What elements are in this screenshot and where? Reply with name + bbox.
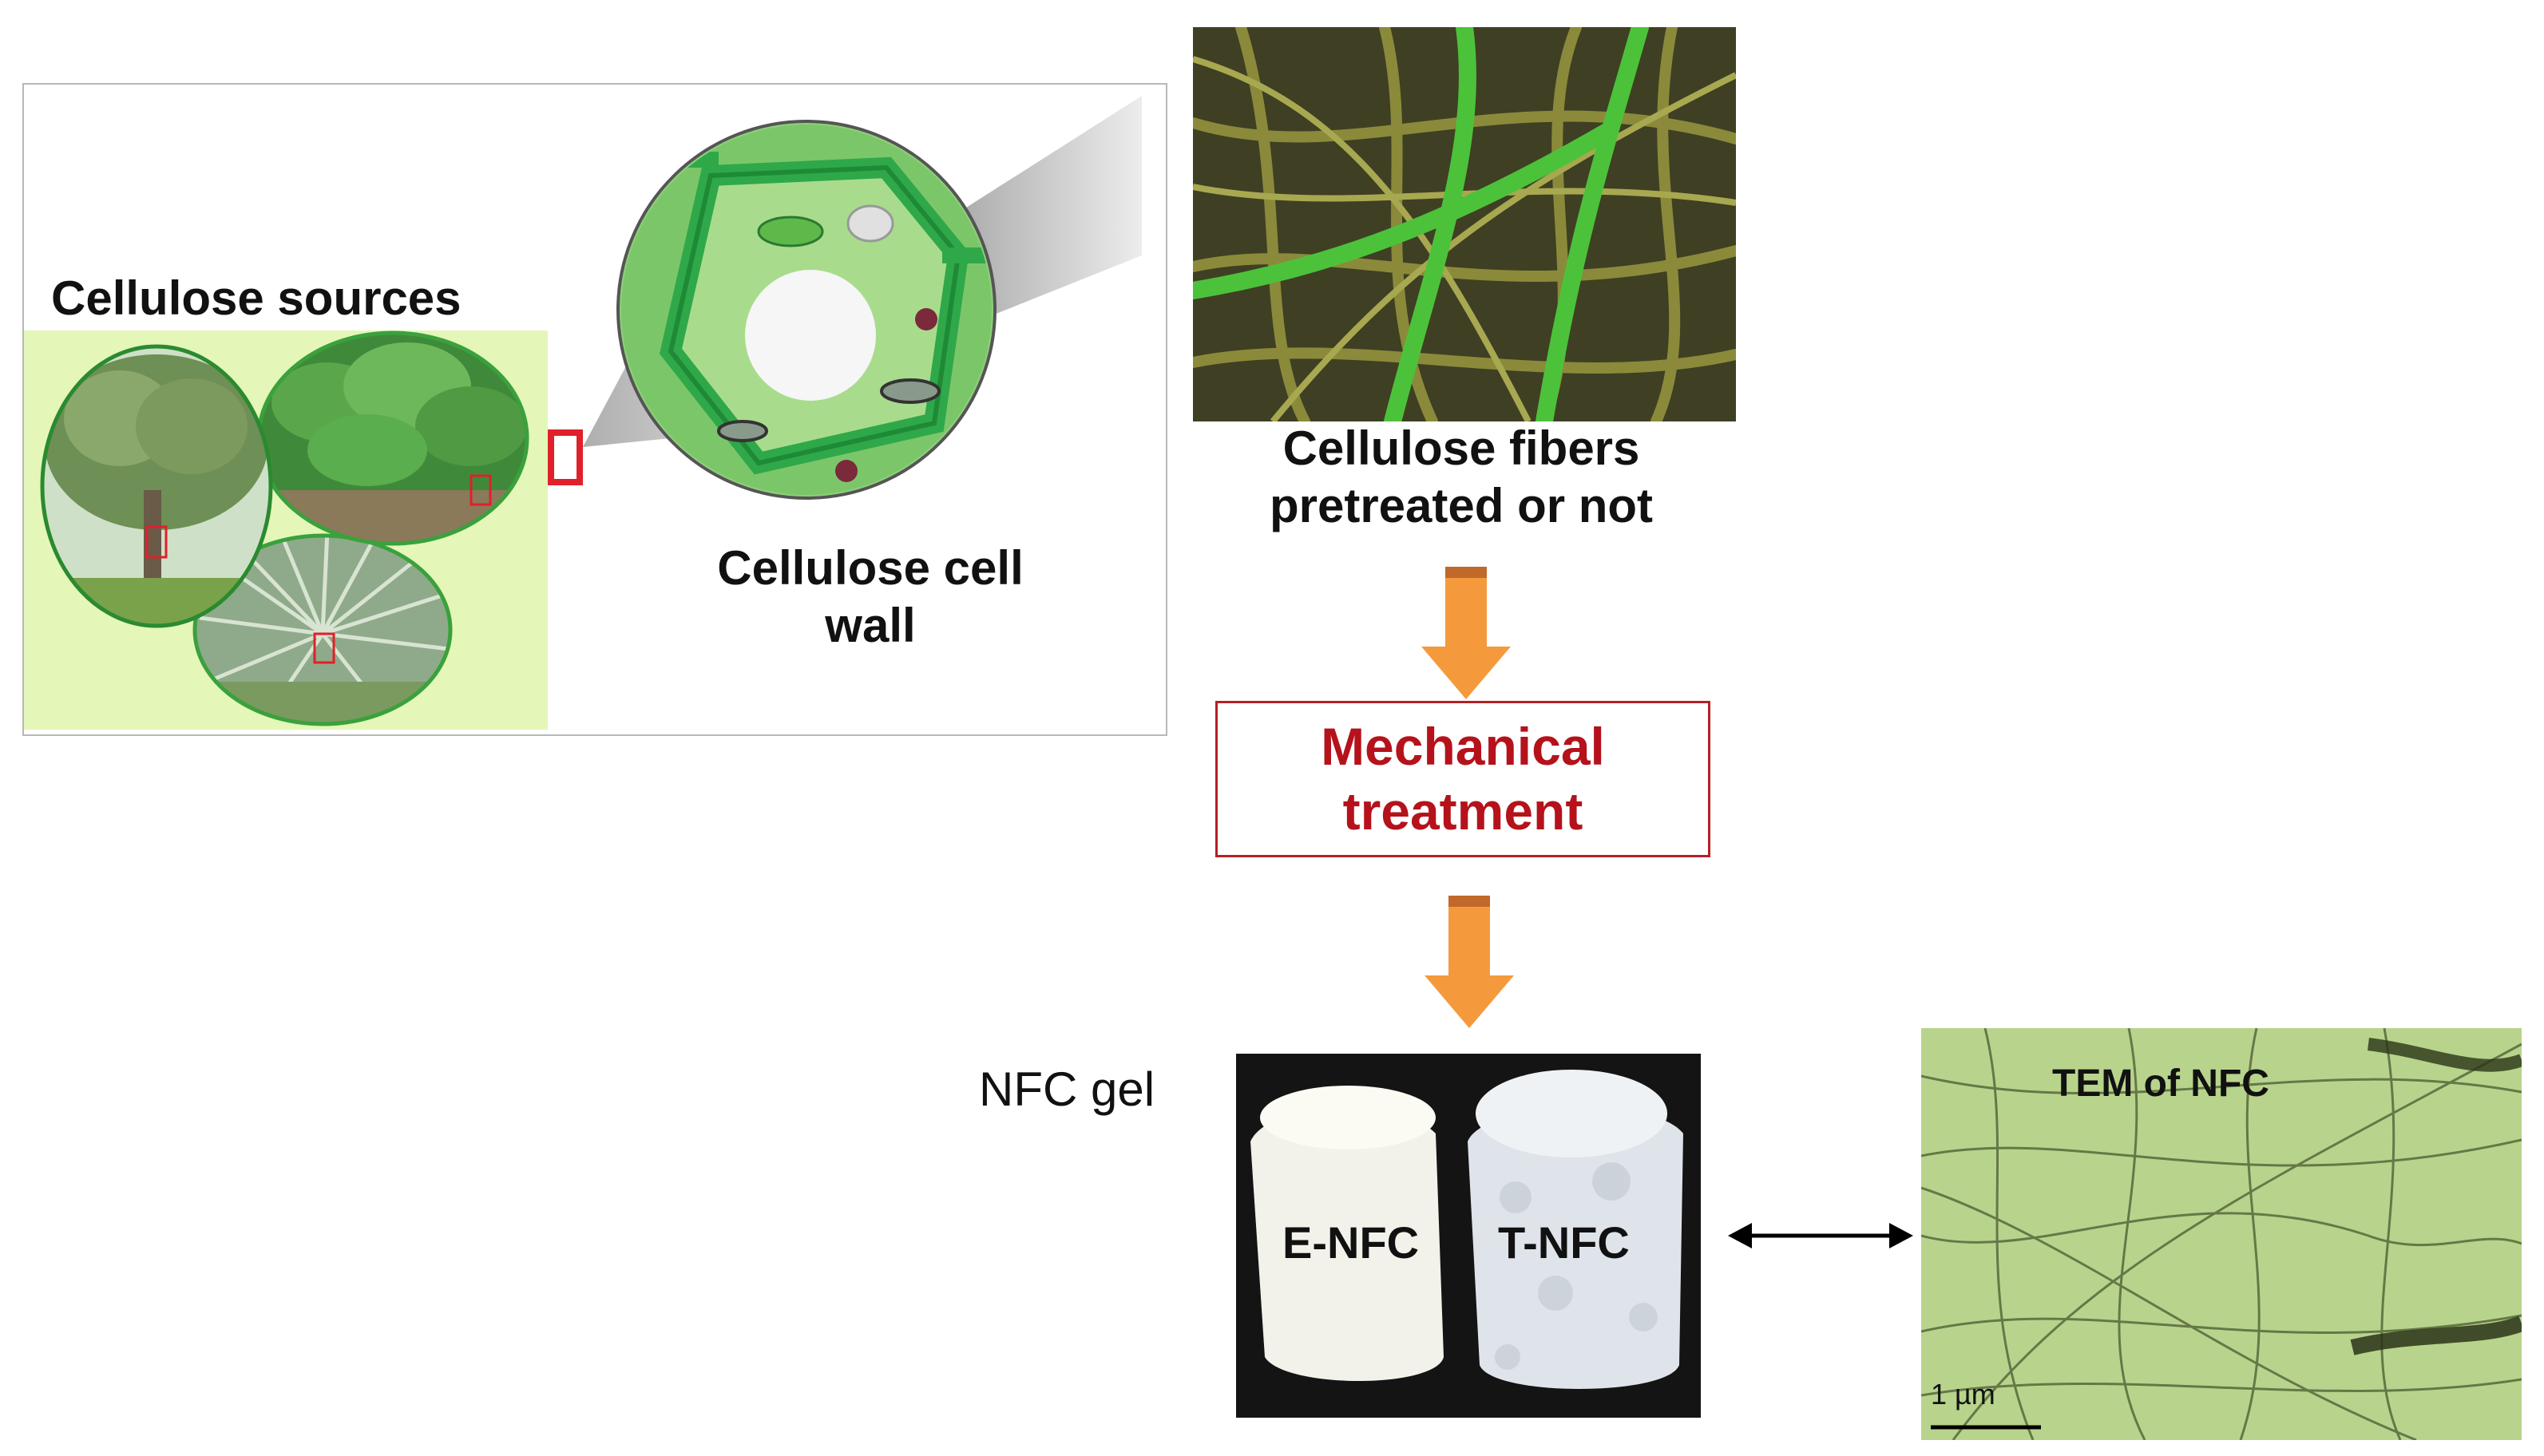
nfc-gel-label: NFC gel [979,1062,1155,1116]
cellulose-fibers-sem-image [1193,27,1736,421]
tree-photo [42,346,271,626]
fibers-line-1: Cellulose fibers [1282,421,1640,475]
mech-line-2: treatment [1342,781,1583,841]
fibers-line-2: pretreated or not [1269,479,1654,532]
cellulose-sources-label: Cellulose sources [51,271,462,325]
e-nfc-label: E-NFC [1282,1217,1420,1268]
cell-wall-illustration [583,96,1142,500]
nfc-gel-beakers-photo [1236,1054,1701,1418]
mech-line-1: Mechanical [1321,717,1605,777]
cell-wall-line-1: Cellulose cell [717,541,1024,595]
plant-photos [40,330,583,726]
mechanical-treatment-box: Mechanical treatment [1215,701,1710,857]
scale-bar-label: 1 µm [1931,1378,1995,1410]
tem-of-nfc-image [1921,1028,2522,1440]
down-arrow-2 [1425,896,1514,1028]
down-arrow-1 [1421,567,1511,699]
t-nfc-label: T-NFC [1498,1217,1630,1268]
cellulose-cell-wall-label: Cellulose cell wall [655,540,1086,655]
cellulose-fibers-label: Cellulose fibers pretreated or not [1182,420,1741,535]
tem-of-nfc-label: TEM of NFC [2052,1062,2269,1105]
double-headed-arrow [1728,1223,1913,1248]
cell-wall-line-2: wall [825,599,916,652]
